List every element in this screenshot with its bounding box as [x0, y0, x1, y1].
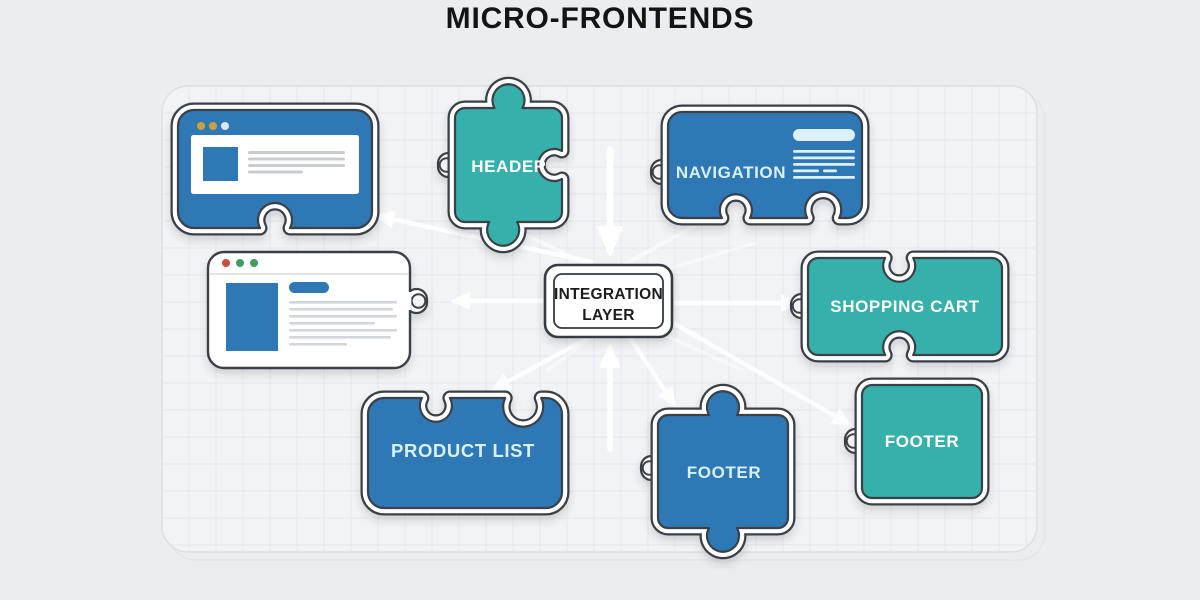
- window-control-dot-icon: [197, 122, 205, 130]
- piece-label: PRODUCT LIST: [391, 440, 535, 461]
- connection-arrow: [490, 335, 591, 392]
- puzzle-piece-footer-center: FOOTER: [639, 383, 796, 560]
- puzzle-piece-shopping-cart: SHOPPING CART: [789, 250, 1010, 363]
- piece-label: FOOTER: [687, 463, 761, 482]
- connection-arrow: [620, 224, 696, 268]
- connection-arrow: [627, 335, 677, 408]
- connection-arrow: [665, 317, 853, 427]
- window-control-dot-icon: [222, 259, 230, 267]
- window-control-dot-icon: [221, 122, 229, 130]
- puzzle-piece-navigation: NAVIGATION: [649, 104, 870, 226]
- puzzle-piece-footer-right: FOOTER: [843, 377, 990, 506]
- integration-outer-border: [543, 263, 674, 339]
- piece-label: NAVIGATION: [676, 163, 786, 182]
- integration-inner-border: [553, 273, 664, 329]
- content-text-lines: [248, 151, 345, 174]
- content-image-placeholder: [203, 147, 238, 181]
- connection-arrow: [522, 232, 598, 270]
- piece-label: SHOPPING CART: [830, 297, 979, 316]
- window-control-dot-icon: [209, 122, 217, 130]
- stub-seam-patch: [405, 292, 412, 310]
- browser-window-mid-left: [206, 250, 429, 370]
- menu-list-icon: [793, 129, 855, 179]
- integration-label-line2: LAYER: [582, 307, 635, 324]
- integration-label-line1: INTEGRATION: [554, 286, 663, 303]
- content-button-pill: [289, 282, 329, 293]
- puzzle-piece-product-list: PRODUCT LIST: [360, 390, 570, 516]
- content-text-lines: [289, 301, 397, 346]
- connection-arrow: [546, 331, 600, 372]
- puzzle-piece-header: HEADER: [436, 76, 570, 254]
- window-control-dot-icon: [236, 259, 244, 267]
- piece-label: HEADER: [471, 157, 546, 176]
- piece-label: FOOTER: [885, 432, 959, 451]
- window-control-dot-icon: [250, 259, 258, 267]
- integration-layer-box: INTEGRATION LAYER: [543, 263, 674, 339]
- content-image-placeholder: [226, 283, 278, 351]
- browser-window-top-left: [170, 102, 380, 236]
- page-title: MICRO-FRONTENDS: [445, 2, 755, 35]
- panel-grid: [162, 86, 1037, 552]
